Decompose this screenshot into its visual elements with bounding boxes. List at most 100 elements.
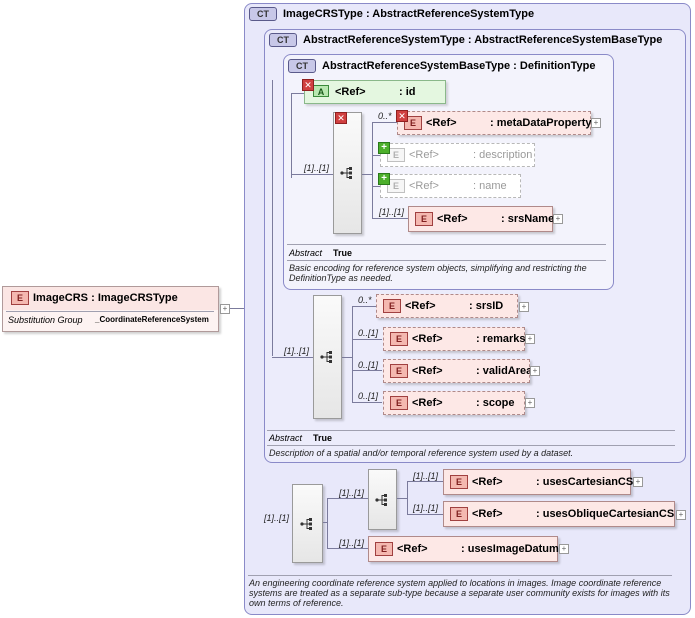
element-validarea[interactable]: E <Ref>: validArea: [383, 359, 533, 383]
attribute-id[interactable]: A <Ref> : id: [304, 80, 446, 104]
element-separator: :: [91, 292, 95, 304]
inner-to-attr: [291, 93, 305, 94]
expand-icon[interactable]: +: [525, 334, 535, 344]
element-imagecrs[interactable]: E ImageCRS : ImageCRSType Substitution G…: [2, 286, 219, 332]
attribute-icon: A: [313, 85, 329, 97]
ct-abstract-reference-system-base-type-header: CT AbstractReferenceSystemBaseType : Defi…: [288, 59, 595, 73]
conn-validarea: [352, 370, 382, 371]
sequence-icon: [339, 167, 352, 179]
element-scope[interactable]: E <Ref>: scope: [383, 391, 525, 415]
conn-srsid: [352, 306, 376, 307]
added-icon: +: [378, 173, 390, 185]
multiplicity: 0..*: [358, 295, 372, 305]
element-icon: E: [387, 148, 405, 162]
element-name: : srsID: [469, 300, 504, 312]
multiplicity: [1]..[1]: [413, 503, 439, 513]
inner-elements-line: [372, 122, 373, 218]
added-icon: +: [378, 142, 390, 154]
element-metadataproperty[interactable]: E <Ref>: metaDataProperty: [397, 111, 591, 135]
seq-to-elements: [362, 174, 372, 175]
separator: [287, 260, 606, 261]
conn-remarks: [352, 339, 382, 340]
mid-seq-multiplicity: [1]..[1]: [284, 346, 310, 356]
element-name: : srsName: [501, 213, 555, 225]
element-name: : remarks: [476, 333, 526, 345]
expand-icon[interactable]: +: [633, 477, 643, 487]
attribute-name: : id: [399, 86, 416, 98]
element-srsid[interactable]: E <Ref>: srsID: [376, 294, 518, 318]
element-name: : validArea: [476, 365, 533, 377]
expand-icon[interactable]: +: [676, 510, 686, 520]
prohibited-icon: ✕: [302, 79, 314, 91]
abstract-value: True: [313, 433, 333, 443]
expand-icon[interactable]: +: [525, 398, 535, 408]
element-remarks[interactable]: E <Ref>: remarks: [383, 327, 526, 351]
multiplicity: 0..[1]: [358, 391, 379, 401]
multiplicity: 0..*: [378, 111, 392, 121]
expand-icon[interactable]: +: [519, 302, 529, 312]
ct-base: DefinitionType: [519, 59, 596, 72]
abstract-label: Abstract: [269, 433, 303, 443]
prohibited-icon: ✕: [396, 110, 408, 122]
element-usesobliquecartesiancs[interactable]: E <Ref>: usesObliqueCartesianCS: [443, 501, 675, 527]
element-name: ImageCRS: [33, 292, 89, 304]
mid-to-seq: [272, 357, 314, 358]
element-icon: E: [450, 475, 468, 489]
attribute-ref: <Ref>: [335, 86, 366, 98]
conn-datum: [327, 548, 368, 549]
element-name: : usesCartesianCS: [536, 476, 634, 488]
expand-icon[interactable]: +: [220, 304, 230, 314]
ct-badge-icon: CT: [269, 33, 297, 47]
element-imagecrs-header: E ImageCRS : ImageCRSType: [3, 287, 218, 310]
element-usescartesiancs[interactable]: E <Ref>: usesCartesianCS: [443, 469, 634, 495]
ct-badge-icon: CT: [249, 7, 277, 21]
element-ref: <Ref>: [412, 333, 443, 345]
conn-oblique: [407, 514, 443, 515]
substitution-group-label: Substitution Group: [8, 315, 83, 325]
ct-separator: :: [467, 33, 472, 46]
separator: [267, 445, 675, 446]
inner-documentation: Basic encoding for reference system obje…: [289, 263, 587, 283]
element-description[interactable]: E <Ref>: description: [380, 143, 535, 167]
sequence-outer[interactable]: [292, 484, 323, 563]
element-icon: E: [404, 116, 422, 130]
ct-separator: :: [365, 7, 370, 20]
conn-choice-seq: [327, 498, 368, 499]
expand-icon[interactable]: +: [530, 366, 540, 376]
expand-icon[interactable]: +: [553, 214, 563, 224]
ct-base: AbstractReferenceSystemBaseType: [474, 33, 663, 46]
expand-icon[interactable]: +: [591, 118, 601, 128]
element-type: ImageCRSType: [97, 292, 178, 304]
conn-scope: [352, 402, 382, 403]
multiplicity: [1]..[1]: [379, 207, 405, 217]
outer-elements-line: [327, 498, 328, 548]
root-connector: [220, 308, 255, 309]
sequence-mid[interactable]: [313, 295, 342, 419]
element-name: : usesImageDatum: [461, 543, 559, 555]
sequence-cs[interactable]: [368, 469, 397, 530]
element-ref: <Ref>: [397, 543, 428, 555]
sequence-icon: [319, 351, 332, 363]
ct-name: AbstractReferenceSystemBaseType: [322, 59, 511, 72]
outer-seq-multiplicity: [1]..[1]: [264, 513, 290, 523]
element-name-ghost[interactable]: E <Ref>: name: [380, 174, 521, 198]
element-usesimagedatum[interactable]: E <Ref> : usesImageDatum: [368, 536, 559, 562]
ct-base: AbstractReferenceSystemType: [372, 7, 535, 20]
sequence-inner[interactable]: [333, 112, 362, 234]
conn-metadata: [372, 122, 398, 123]
expand-icon[interactable]: +: [559, 544, 569, 554]
separator: [248, 575, 672, 576]
substitution-group-value: _CoordinateReferenceSystem: [95, 315, 209, 324]
element-icon: E: [11, 291, 29, 305]
ct-separator: :: [513, 59, 517, 72]
element-ref: <Ref>: [472, 508, 503, 520]
ct-badge-icon: CT: [288, 59, 316, 73]
element-name: : scope: [476, 397, 515, 409]
element-icon: E: [375, 542, 393, 556]
element-ref: <Ref>: [426, 117, 457, 129]
element-srsname[interactable]: E <Ref>: srsName: [408, 206, 555, 232]
mid-branch-line: [272, 80, 273, 356]
inner-to-seq: [291, 174, 333, 175]
